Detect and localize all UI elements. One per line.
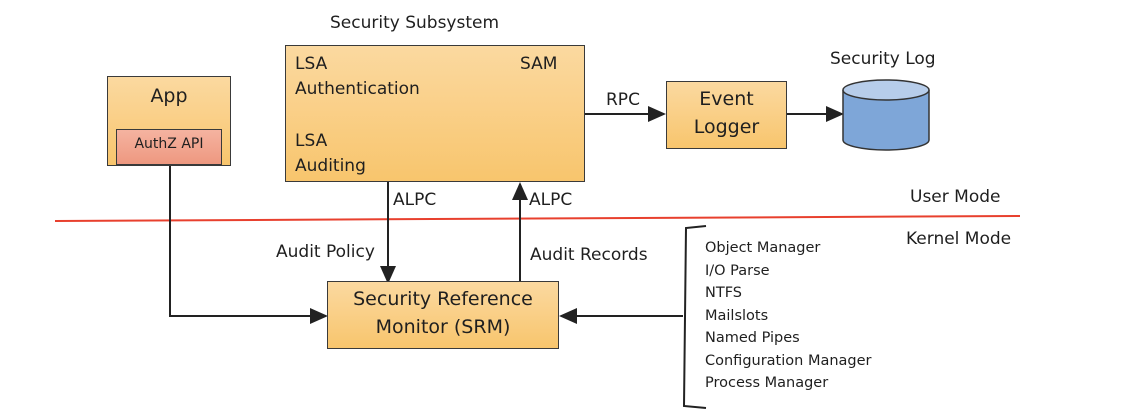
sam-label: SAM (520, 54, 558, 74)
srm-line1: Security Reference (353, 288, 533, 310)
kernel-component: NTFS (705, 285, 742, 301)
kernel-bracket (682, 225, 707, 409)
authz-arrow (169, 165, 328, 324)
kernel-component: Object Manager (705, 240, 821, 256)
kernel-component: Named Pipes (705, 330, 800, 346)
lsa-audit-label: LSA (295, 131, 328, 151)
security-log-cylinder (842, 79, 930, 151)
kernel-component: Process Manager (705, 375, 829, 391)
authentication-label: Authentication (295, 79, 420, 99)
rpc-label: RPC (606, 90, 640, 110)
srm-line2: Monitor (SRM) (375, 316, 511, 338)
kernel-mode-label: Kernel Mode (906, 229, 1012, 249)
alpc-up-label: ALPC (529, 190, 573, 210)
subsystem-title: Security Subsystem (330, 13, 500, 33)
alpc-down-label: ALPC (393, 190, 437, 210)
authz-api-box: AuthZ API (116, 129, 222, 165)
security-log-label: Security Log (830, 49, 936, 69)
kernel-components-list: Object Manager I/O Parse NTFS Mailslots … (705, 237, 872, 395)
srm-box: Security Reference Monitor (SRM) (327, 281, 559, 349)
app-label: App (150, 85, 188, 107)
lsa-auth-label: LSA (295, 54, 328, 74)
kernel-component: Mailslots (705, 307, 769, 324)
event-logger-line1: Event (699, 88, 754, 110)
kernel-component: I/O Parse (705, 262, 770, 279)
event-logger-line2: Logger (693, 116, 760, 138)
mode-divider (54, 215, 1021, 222)
event-logger-box: Event Logger (666, 81, 787, 149)
audit-policy-label: Audit Policy (276, 242, 375, 262)
auditing-label: Auditing (295, 156, 366, 176)
security-subsystem-box: LSA Authentication SAM LSA Auditing (285, 45, 585, 182)
authz-api-label: AuthZ API (134, 136, 204, 152)
audit-records-label: Audit Records (530, 245, 648, 265)
kernel-component: Configuration Manager (705, 352, 872, 369)
user-mode-label: User Mode (910, 187, 1001, 207)
app-box: App AuthZ API (107, 76, 231, 166)
